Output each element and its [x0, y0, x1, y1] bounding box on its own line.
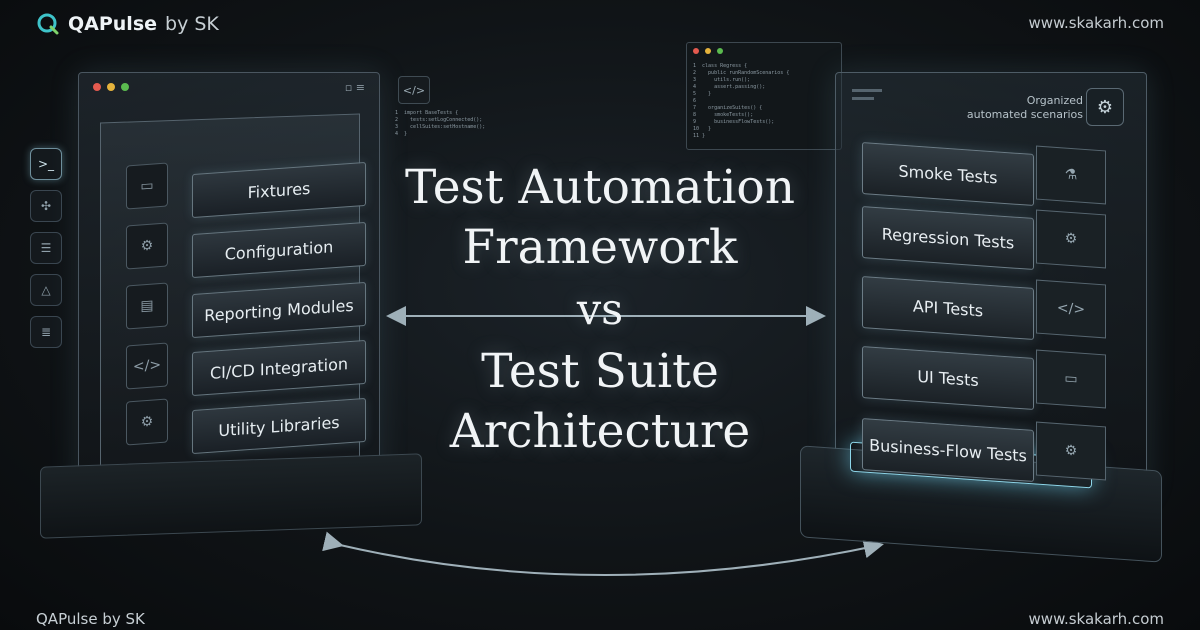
minimize-dot[interactable] — [107, 83, 115, 91]
gear-icon: ⚙ — [126, 222, 168, 270]
minimize-dot[interactable] — [705, 48, 711, 54]
brand-name: QAPulse — [68, 13, 158, 35]
page-title: Test Automation Framework vs Test Suite … — [350, 158, 850, 462]
folder-icon: ▭ — [126, 162, 168, 210]
gear-icon[interactable]: ⚙ — [1086, 88, 1124, 126]
header-bar — [852, 97, 874, 100]
title-vs: vs — [576, 285, 624, 335]
maximize-dot[interactable] — [121, 83, 129, 91]
close-dot[interactable] — [693, 48, 699, 54]
window-controls — [693, 48, 723, 54]
gear-icon: ⚙ — [1036, 209, 1106, 269]
close-dot[interactable] — [93, 83, 101, 91]
framework-base — [40, 453, 422, 539]
title-line-3: Test Suite — [481, 344, 719, 399]
list-icon[interactable]: ≣ — [30, 316, 62, 348]
gear-icon: ⚙ — [126, 398, 168, 446]
site-url-bottom[interactable]: www.skakarh.com — [1028, 610, 1164, 628]
document-icon: ▤ — [126, 282, 168, 330]
code-icon: </> — [126, 342, 168, 390]
site-url-top[interactable]: www.skakarh.com — [1028, 14, 1164, 32]
browser-icon: ▭ — [1036, 349, 1106, 409]
qapulse-logo-icon — [37, 13, 59, 35]
title-line-4: Architecture — [449, 404, 751, 459]
side-nav: >_ ✣ ☰ △ ≣ — [30, 148, 62, 348]
code-snippet-right: 1 class Regress { 2 public runRandomScen… — [686, 42, 842, 150]
header-bar — [852, 89, 882, 92]
maximize-dot[interactable] — [717, 48, 723, 54]
brand: QAPulse by SK — [36, 12, 219, 36]
suite-header-label: Organized automated scenarios — [966, 94, 1083, 121]
terminal-icon[interactable]: >_ — [30, 148, 62, 180]
window-controls — [93, 83, 129, 91]
menu-icon[interactable]: ▫ ≡ — [344, 81, 365, 94]
settings-sliders-icon[interactable]: ☰ — [30, 232, 62, 264]
flask-icon: ⚗ — [1036, 145, 1106, 205]
title-line-2: Framework — [462, 220, 738, 275]
triangle-icon[interactable]: △ — [30, 274, 62, 306]
title-line-1: Test Automation — [405, 160, 795, 215]
brand-footer: QAPulse by SK — [36, 610, 145, 628]
code-icon: </> — [398, 76, 430, 104]
network-icon[interactable]: ✣ — [30, 190, 62, 222]
code-icon: </> — [1036, 279, 1106, 339]
code-snippet-left: 1 import BaseTests { 2 tests:setLogConne… — [395, 110, 486, 137]
gear-icon: ⚙ — [1036, 421, 1106, 481]
brand-suffix: by SK — [165, 13, 219, 35]
